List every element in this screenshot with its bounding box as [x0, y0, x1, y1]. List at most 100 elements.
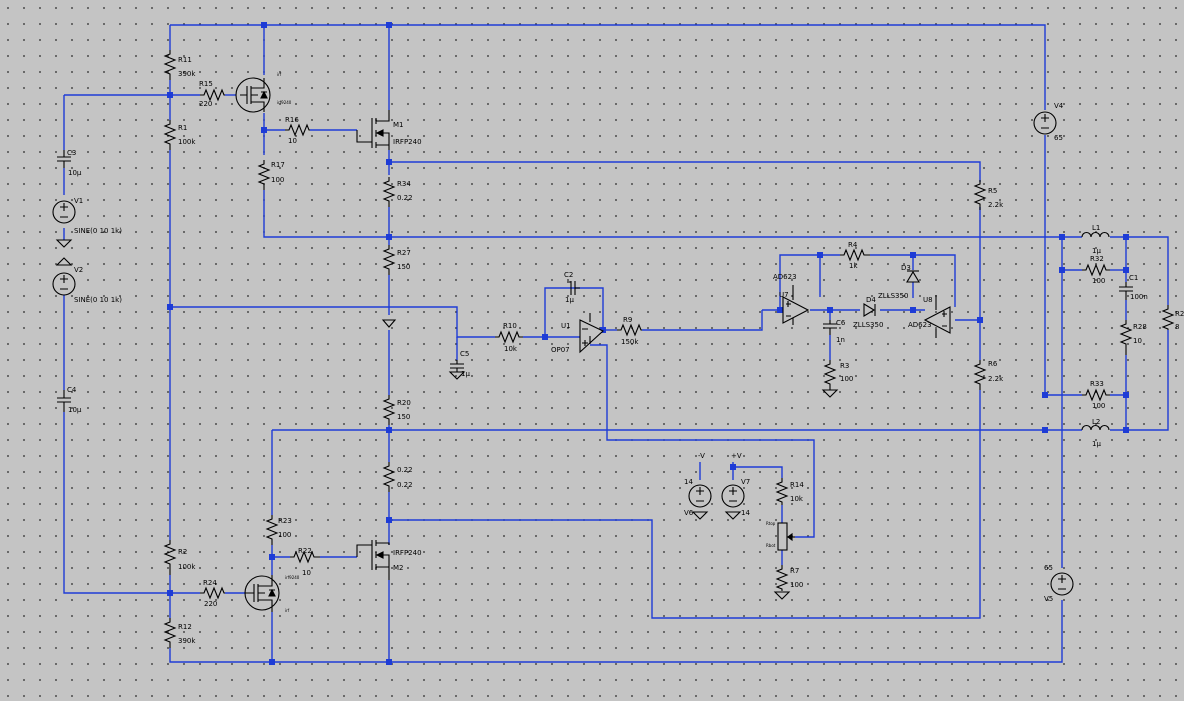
junctions — [167, 22, 1129, 665]
l2-ref: L2 — [1092, 418, 1100, 426]
voltage-source-v2[interactable]: V2 SINE(0 10 1k) — [52, 266, 122, 304]
r4-value: 1k — [849, 262, 858, 270]
r6-ref: R6 — [988, 360, 998, 368]
resistor-r28[interactable]: R28 10 — [1119, 320, 1147, 355]
r5-ref: R5 — [988, 187, 997, 195]
resistor-r3[interactable]: R3 100 — [823, 360, 853, 390]
r34-ref: R34 — [397, 180, 411, 188]
opamp-u7[interactable]: AD623 U7 — [773, 273, 810, 325]
v6-neg-label: -V — [698, 452, 705, 460]
v7-pos-label: +V — [731, 452, 742, 460]
r7-value: 100 — [790, 581, 803, 589]
resistor-r9[interactable]: R9 150k — [617, 316, 642, 346]
capacitor-c5[interactable]: C5 1µ — [450, 350, 470, 378]
driver-mosfet-top[interactable]: irf irf9240 — [235, 72, 292, 113]
v2-value: SINE(0 10 1k) — [74, 296, 122, 304]
r16-ref: R16 — [285, 116, 299, 124]
r15-value: 220 — [199, 100, 212, 108]
capacitor-c3[interactable]: C3 10µ — [57, 149, 82, 177]
r3-ref: R3 — [840, 362, 849, 370]
inductor-l2[interactable]: L2 1µ — [1081, 418, 1110, 448]
inductor-l1[interactable]: L1 1µ — [1081, 224, 1110, 255]
voltage-source-v7[interactable]: +V V7 14 — [721, 452, 750, 517]
resistor-r2-load[interactable]: R2 8 — [1161, 305, 1184, 331]
resistor-r14[interactable]: R14 10k — [775, 478, 804, 505]
m1-ref: M1 — [393, 121, 404, 129]
mosfet-m1[interactable]: M1 IRFP240 — [356, 110, 422, 150]
r32-value: 100 — [1092, 277, 1105, 285]
potentiometer[interactable]: Rtop Rbot — [766, 521, 795, 551]
resistor-r15[interactable]: R15 220 — [199, 80, 225, 108]
resistor-r10[interactable]: R10 10k — [495, 322, 523, 353]
resistor-r34[interactable]: R34 0.22 — [382, 177, 413, 207]
resistor-r5[interactable]: R5 2.2k — [973, 180, 1004, 210]
resistor-r24[interactable]: R24 220 — [200, 579, 225, 608]
u8-value: AD623 — [908, 321, 932, 329]
c6-value: 1n — [836, 336, 845, 344]
diode-d3[interactable]: D3 ZLLS350 — [878, 264, 920, 300]
r11-value: 390k — [178, 70, 196, 78]
l1-ref: L1 — [1092, 224, 1100, 232]
resistor-r16[interactable]: R16 10 — [285, 116, 310, 145]
r4-ref: R4 — [848, 241, 858, 249]
mosfet-m2[interactable]: IRFP240 M2 — [356, 540, 422, 580]
resistor-r27[interactable]: R27 150 — [382, 245, 411, 275]
resistor-r22[interactable]: R22 10 — [290, 547, 320, 577]
resistor-r23[interactable]: R23 100 — [265, 515, 292, 545]
resistor-r11[interactable]: R11 390k — [163, 50, 196, 80]
l2-value: 1µ — [1092, 440, 1101, 448]
r10-ref: R10 — [503, 322, 517, 330]
resistor-r12[interactable]: R12 390k — [163, 618, 196, 648]
capacitor-c1[interactable]: C1 100n — [1119, 274, 1148, 301]
capacitor-c6[interactable]: C6 1n — [823, 319, 846, 344]
diode-d4[interactable]: D4 ZLLS350 — [853, 296, 883, 329]
r12-value: 390k — [178, 637, 196, 645]
resistor-r6[interactable]: R6 2.2k — [973, 360, 1004, 390]
resistor-r33[interactable]: R33 100 — [1082, 380, 1110, 410]
pot-bottom-label: Rbot — [766, 543, 776, 548]
resistor-r35[interactable]: 0.22 0.22 — [382, 462, 413, 492]
r11-ref: R11 — [178, 56, 192, 64]
resistor-r17[interactable]: R17 100 — [257, 160, 285, 190]
r22-value: 10 — [302, 569, 311, 577]
v6-ref: V6 — [684, 509, 694, 517]
ground-symbols — [55, 239, 839, 600]
opamp-u1[interactable]: U1 OP07 — [551, 313, 604, 354]
r23-value: 100 — [278, 531, 291, 539]
capacitor-c2[interactable]: C2 1µ — [564, 271, 580, 304]
resistor-r20[interactable]: R20 150 — [382, 395, 411, 425]
voltage-source-v1[interactable]: V1 SINE(0 10 1k) — [52, 197, 122, 235]
opamp-u8[interactable]: U8 AD623 — [908, 295, 951, 338]
v4-value: 65 — [1054, 134, 1063, 142]
d4-value: ZLLS350 — [853, 321, 883, 329]
r23-ref: R23 — [278, 517, 292, 525]
resistor-r32[interactable]: R32 100 — [1082, 255, 1110, 285]
r3-value: 100 — [840, 375, 853, 383]
driver-bottom-sub: irf9240 — [285, 575, 300, 580]
c5-ref: C5 — [460, 350, 469, 358]
r1-ref: R1 — [178, 124, 187, 132]
resistor-r2[interactable]: R2 100k — [163, 540, 196, 575]
voltage-source-v5[interactable]: 65 V5 — [1044, 564, 1074, 603]
resistor-r7[interactable]: R7 100 — [775, 565, 803, 591]
r27-ref: R27 — [397, 249, 411, 257]
voltage-source-v6[interactable]: -V 14 V6 — [684, 452, 712, 517]
resistor-r1[interactable]: R1 100k — [163, 120, 196, 150]
capacitor-c4[interactable]: C4 10µ — [57, 386, 82, 414]
c2-value: 1µ — [565, 296, 574, 304]
voltage-source-v4[interactable]: V4 65 — [1033, 102, 1064, 142]
resistor-r4[interactable]: R4 1k — [840, 241, 870, 270]
u1-ref: U1 — [561, 322, 571, 330]
c6-ref: C6 — [836, 319, 846, 327]
r35-value: 0.22 — [397, 481, 413, 489]
r9-value: 150k — [621, 338, 639, 346]
r2-load-ref: R2 — [1175, 310, 1184, 318]
r34-value: 0.22 — [397, 194, 413, 202]
driver-mosfet-bottom[interactable]: irf9240 irf — [244, 575, 300, 613]
u7-value: AD623 — [773, 273, 797, 281]
r15-ref: R15 — [199, 80, 213, 88]
r1-value: 100k — [178, 138, 196, 146]
v1-ref: V1 — [74, 197, 83, 205]
v5-value: 65 — [1044, 564, 1053, 572]
v7-ref: V7 — [741, 478, 750, 486]
